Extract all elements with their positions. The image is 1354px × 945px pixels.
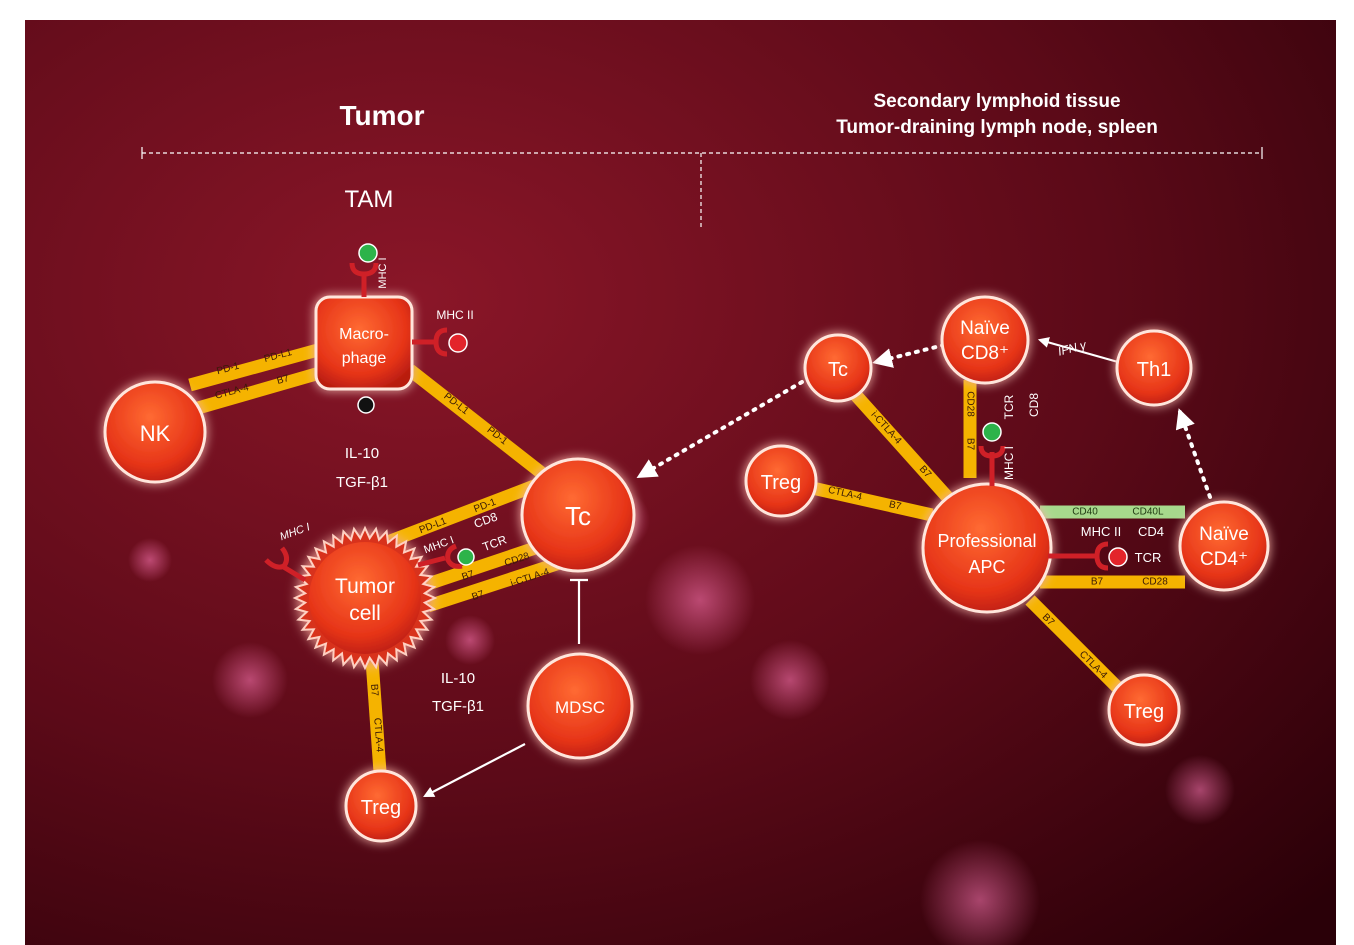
treg-cell-bottom — [1107, 673, 1181, 747]
lymphoid-header-line2: Tumor-draining lymph node, spleen — [836, 117, 1158, 138]
professional-apc-cell — [921, 482, 1053, 614]
naive-cd4-label-1: Naïve — [1199, 524, 1249, 545]
nk-macrophage-band-bottom — [196, 363, 332, 415]
treg-apc-band — [806, 480, 934, 522]
mhc2-receptor-macrophage — [412, 327, 468, 357]
naive-cd8-cell — [940, 295, 1030, 385]
nk-label: NK — [140, 421, 171, 446]
cd8-to-tc-dotted-arrow — [872, 343, 946, 368]
tgfb1-lower-label: TGF-β1 — [432, 698, 484, 715]
macrophage-label-2: phage — [342, 350, 387, 367]
mol-cd40: CD40 — [1072, 507, 1098, 518]
nk-cell — [103, 380, 207, 484]
mdsc-inhibits-tc — [570, 578, 588, 644]
naive-cd4-cell — [1178, 500, 1270, 592]
apc-treg-band — [1025, 595, 1125, 695]
cd4-to-th1-dotted-arrow — [1175, 408, 1212, 499]
mhc2-mac-label: MHC II — [436, 308, 473, 322]
header-divider — [141, 147, 1263, 228]
cd4-apc-label: CD4 — [1138, 524, 1164, 539]
macrophage-tc-band — [405, 364, 553, 484]
tumor-cell — [292, 525, 438, 671]
mol-cd8-apc-a: CD28 — [965, 391, 976, 417]
tc-lymph-label: Tc — [828, 359, 848, 381]
naive-cd8-label-2: CD8⁺ — [961, 343, 1009, 364]
tumor-label-1: Tumor — [335, 575, 395, 598]
mhc2-tcr-apc — [1048, 541, 1128, 571]
mol-cd28-cd4: CD28 — [1142, 577, 1168, 588]
macrophage-cell — [314, 295, 414, 391]
tumor-header: Tumor — [339, 100, 424, 131]
mol-cd8-apc-b: B7 — [965, 438, 976, 451]
tgfb1-upper-label: TGF-β1 — [336, 474, 388, 491]
mhc1-mac-label: MHC I — [377, 257, 389, 288]
tumor-tc-band-3 — [425, 551, 578, 613]
treg-bottom-label: Treg — [1124, 701, 1164, 723]
mol-nk-mac-bot-b: B7 — [276, 373, 291, 387]
mdsc-cell — [526, 652, 634, 760]
background — [25, 20, 1336, 945]
mol-treg-apc-b: B7 — [888, 499, 903, 513]
th1-to-cd8-arrow — [1037, 337, 1119, 364]
tam-label: TAM — [345, 186, 394, 213]
tcr-cd4-label: TCR — [1135, 550, 1162, 565]
il10-upper-label: IL-10 — [345, 445, 379, 462]
tc-cell-tumor — [520, 457, 636, 573]
treg-cell-left — [744, 444, 818, 518]
mhc2-apc-label: MHC II — [1081, 524, 1121, 539]
nk-macrophage-band-top — [188, 341, 327, 392]
mhc1-receptor-tumor-left — [264, 546, 307, 583]
lymphoid-header-line1: Secondary lymphoid tissue — [873, 91, 1120, 112]
mol-cd40l: CD40L — [1132, 507, 1164, 518]
il10-lower-label: IL-10 — [441, 670, 475, 687]
mol-tum-treg-a: B7 — [368, 684, 380, 697]
apc-label-1: Professional — [937, 531, 1036, 551]
naive-cd8-label-1: Naïve — [960, 318, 1010, 339]
tc-cell-lymph — [803, 333, 873, 403]
treg-tumor-label: Treg — [361, 797, 401, 819]
macrophage-label-1: Macro- — [339, 326, 389, 343]
tumor-label-2: cell — [349, 602, 381, 625]
th1-cell — [1115, 329, 1193, 407]
tumor-tc-band-1 — [377, 473, 553, 552]
mhc1-tcr-tumor — [417, 543, 475, 569]
tc-to-tc-dotted-arrow — [636, 380, 804, 479]
cd8-apc-label: CD8 — [1027, 393, 1041, 417]
macrophage-black-dot — [357, 396, 375, 414]
th1-label: Th1 — [1137, 359, 1171, 381]
mdsc-label: MDSC — [555, 698, 605, 717]
treg-left-label: Treg — [761, 472, 801, 494]
tcr-apc-label: TCR — [1002, 394, 1016, 419]
tc-apc-band — [848, 387, 955, 505]
mol-b7-apc: B7 — [1091, 577, 1104, 588]
mhc1-tcr-apc — [978, 422, 1006, 486]
bokeh-lights — [128, 490, 1235, 945]
tc-tumor-label: Tc — [565, 501, 591, 531]
naive-cd4-label-2: CD4⁺ — [1200, 549, 1248, 570]
apc-label-2: APC — [968, 557, 1005, 577]
mhc1-receptor-macrophage — [349, 243, 379, 297]
mol-tum-tc-2a: B7 — [460, 569, 475, 583]
mdsc-to-treg-arrow — [423, 743, 526, 798]
tumor-treg-band — [365, 659, 387, 773]
mhc1-apc-label: MHC I — [1002, 446, 1016, 480]
treg-cell-tumor — [344, 769, 418, 843]
mol-tum-treg-b: CTLA-4 — [371, 717, 384, 753]
mol-tum-tc-3a: B7 — [470, 589, 485, 603]
